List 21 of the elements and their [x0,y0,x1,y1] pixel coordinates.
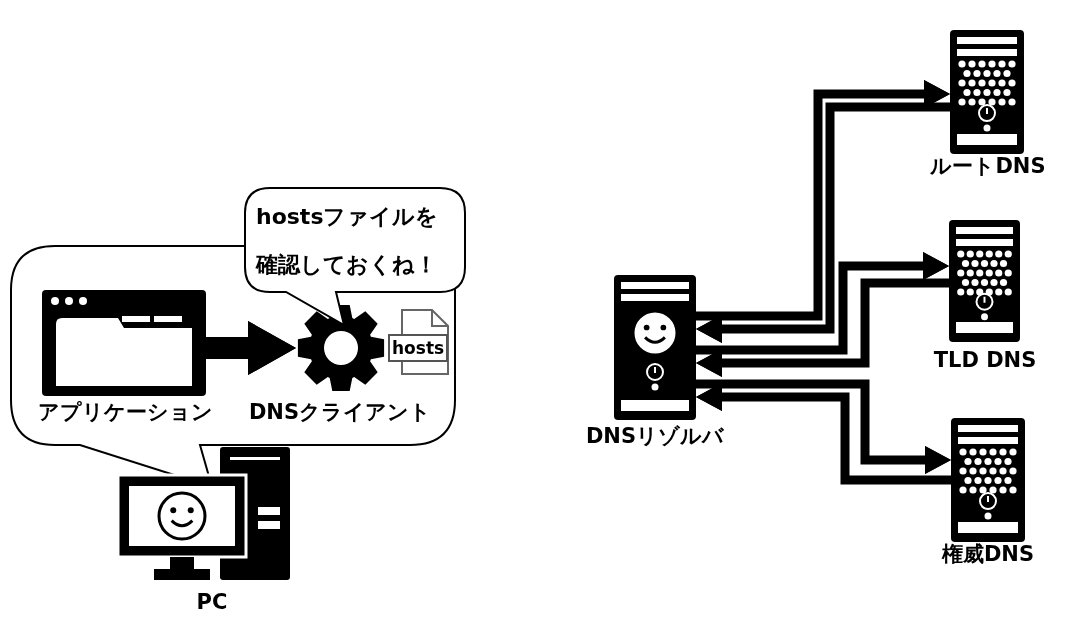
server-icon [950,30,1024,154]
arrow [206,321,296,375]
bubble-text: hostsファイルを確認しておくね！ [256,203,440,279]
node-label: DNSクライアント [247,399,433,426]
arrow [696,102,950,343]
file-label: hosts [388,334,449,362]
node-label: 権威DNS [940,541,1036,568]
arrow [696,252,949,355]
server-icon [951,418,1025,542]
server-icon [949,220,1020,342]
node-label: TLD DNS [932,347,1038,374]
computer-drawing [118,447,292,582]
arrow [696,278,949,377]
node-label: ルートDNS [929,153,1047,180]
arrow [696,80,950,321]
node-label: アプリケーション [36,399,214,426]
node-label: PC [195,589,229,616]
server-icon [614,275,696,420]
node-label: DNSリゾルバ [584,423,726,450]
gear-icon [296,303,386,393]
app-window-icon [42,290,206,396]
